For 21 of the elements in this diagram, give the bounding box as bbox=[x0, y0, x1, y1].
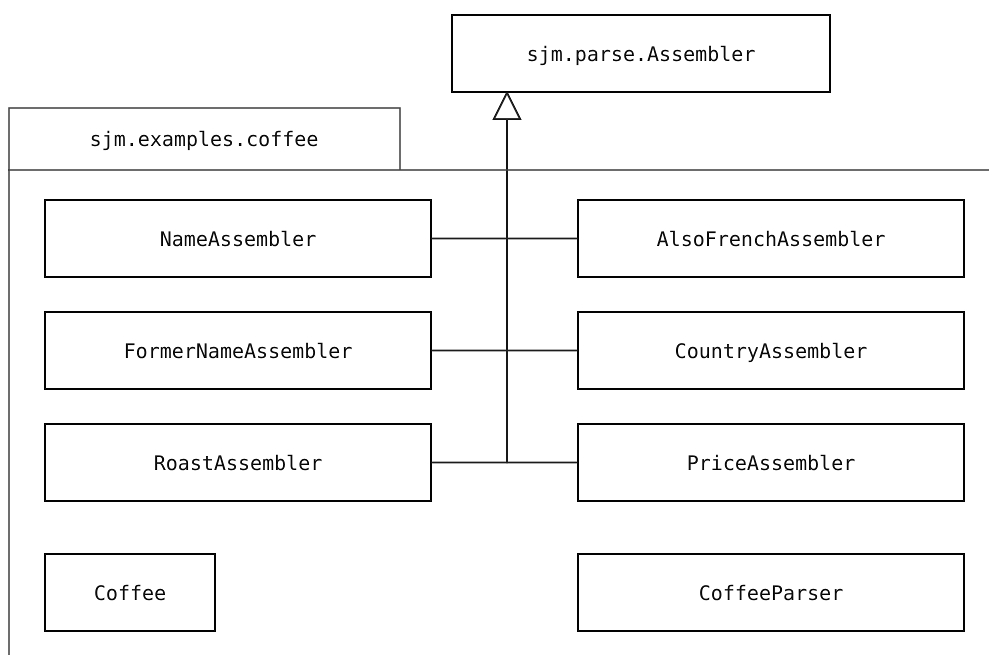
class-box bbox=[44, 423, 432, 502]
class-box bbox=[577, 311, 965, 390]
class-box bbox=[44, 199, 432, 278]
package-name: sjm.examples.coffee bbox=[90, 126, 318, 150]
generalization-arrow bbox=[493, 92, 577, 464]
class-name: PriceAssembler bbox=[686, 450, 856, 474]
class-box bbox=[44, 553, 216, 632]
class-box bbox=[577, 423, 965, 502]
class-name: CoffeeParser bbox=[698, 580, 844, 604]
class-box bbox=[577, 199, 965, 278]
class-name: NameAssembler bbox=[160, 226, 316, 250]
class-box bbox=[577, 553, 965, 632]
class-name: Coffee bbox=[94, 580, 166, 604]
class-box bbox=[451, 14, 831, 93]
class-name: FormerNameAssembler bbox=[124, 338, 352, 362]
class-name: AlsoFrenchAssembler bbox=[656, 226, 886, 250]
class-name: CountryAssembler bbox=[674, 338, 868, 362]
class-name: sjm.parse.Assembler bbox=[526, 42, 756, 66]
class-name: RoastAssembler bbox=[154, 450, 322, 474]
package-frame bbox=[8, 107, 989, 655]
class-box bbox=[44, 311, 432, 390]
